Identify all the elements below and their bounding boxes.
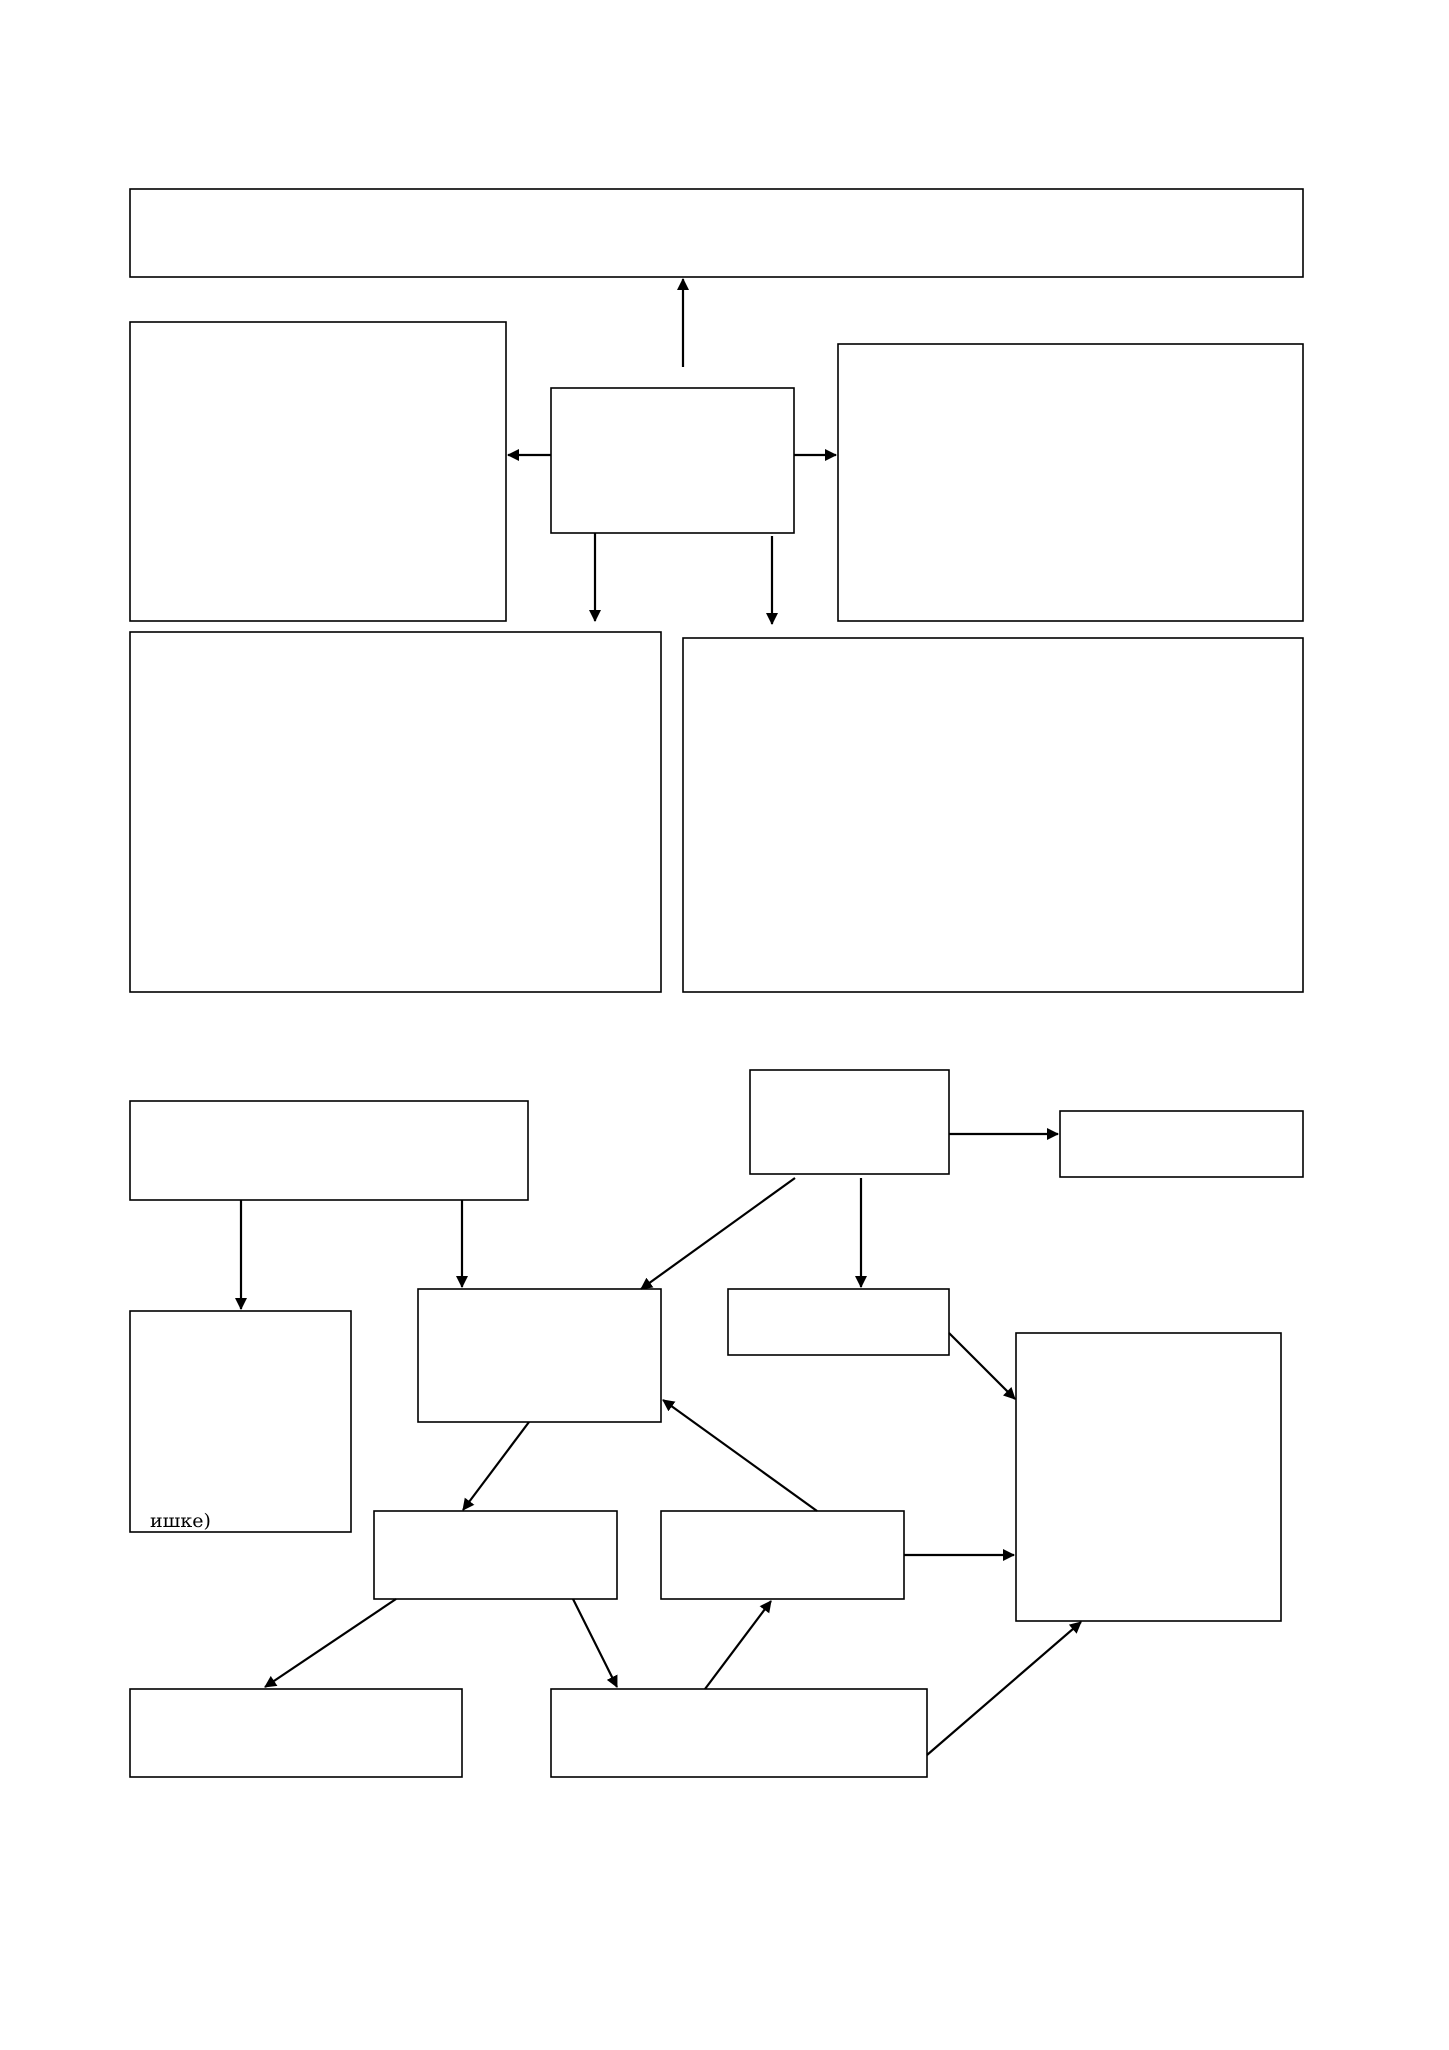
- box-bottom-center: [550, 1688, 928, 1778]
- box-right-upper: [837, 343, 1304, 622]
- box-left-header: [129, 1100, 529, 1201]
- box-central-hub: [550, 387, 795, 534]
- box-tall-right: [1015, 1332, 1282, 1622]
- box-bottom-left: [129, 1688, 463, 1778]
- box-center-mid: [417, 1288, 662, 1423]
- arrow-bottom-center-to-lower-center-mid: [704, 1600, 772, 1690]
- arrow-top-center-to-center-mid: [640, 1177, 796, 1290]
- box-lower-left-mid: [373, 1510, 618, 1600]
- arrow-small-center-right-to-tall-right: [948, 1332, 1016, 1400]
- box-top-center: [749, 1069, 950, 1175]
- box-small-center-right: [727, 1288, 950, 1356]
- fragment-text: ишке): [150, 1510, 211, 1532]
- arrow-lower-left-mid-to-bottom-center: [572, 1598, 618, 1688]
- box-left-lower: [129, 631, 662, 993]
- arrow-center-mid-to-lower-left-mid: [462, 1421, 530, 1511]
- box-tall-left: [129, 1310, 352, 1533]
- box-top-right: [1059, 1110, 1304, 1178]
- box-top-banner: [129, 188, 1304, 278]
- box-left-upper: [129, 321, 507, 622]
- arrow-lower-center-mid-to-center-mid: [662, 1399, 818, 1512]
- arrow-lower-left-mid-to-bottom-left: [264, 1598, 397, 1688]
- box-right-lower: [682, 637, 1304, 993]
- arrow-bottom-center-to-tall-right: [926, 1621, 1082, 1756]
- box-lower-center-mid: [660, 1510, 905, 1600]
